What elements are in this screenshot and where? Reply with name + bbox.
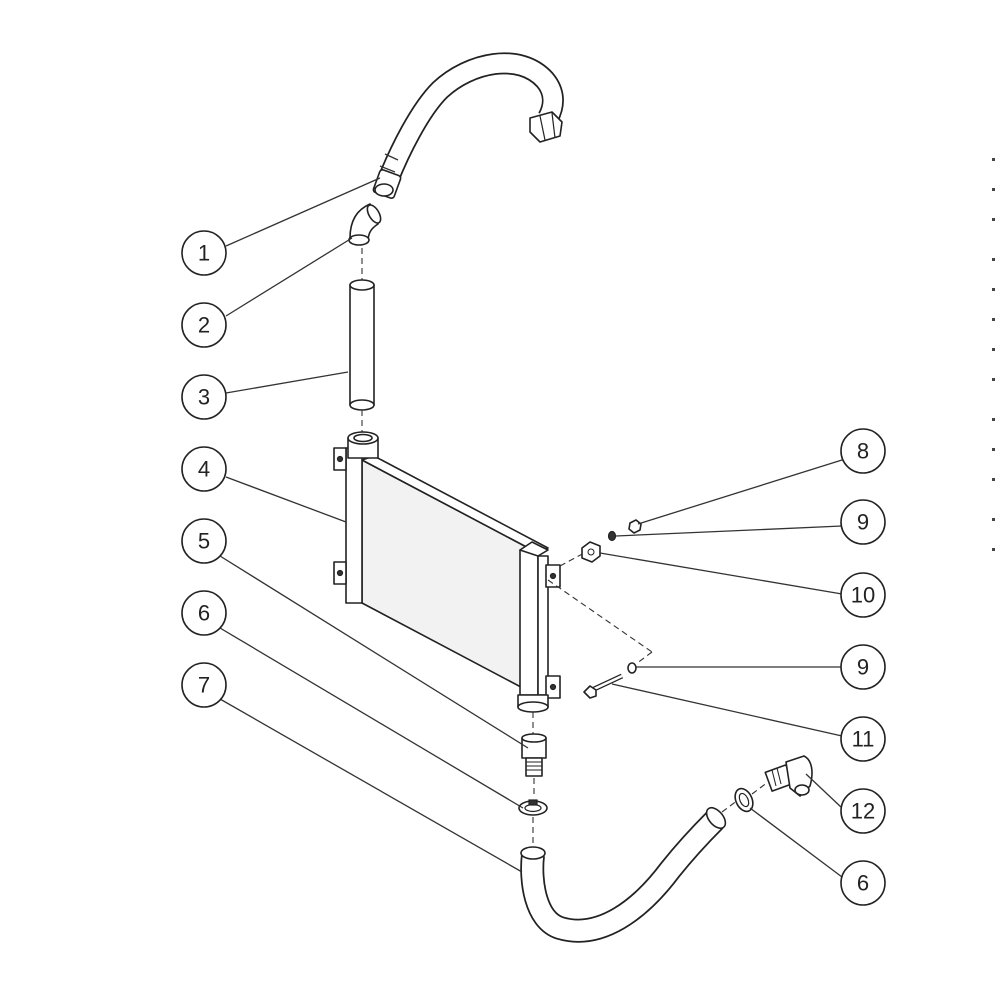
callout-8: 8 (840, 428, 886, 474)
callout-10: 10 (840, 572, 886, 618)
callout-4-label: 4 (198, 457, 210, 482)
washer-part-9-lower (627, 662, 637, 674)
assembly-axis-right-hose (721, 799, 739, 813)
washer-part-9-upper (607, 530, 617, 542)
callout-6-right-label: 6 (857, 871, 869, 896)
callout-1-label: 1 (198, 241, 210, 266)
upper-hose-nut (529, 111, 563, 143)
callout-2-label: 2 (198, 313, 210, 338)
bolt-part-11 (583, 673, 624, 699)
callout-7-label: 7 (198, 673, 210, 698)
callout-1: 1 (181, 230, 227, 276)
callout-12-label: 12 (851, 799, 875, 824)
straight-tube-part-3 (349, 279, 375, 411)
lower-hose-part-7 (520, 806, 727, 943)
callout-6-left-label: 6 (198, 601, 210, 626)
elbow-fitting-part-12 (764, 755, 813, 797)
leader-lines (219, 177, 843, 878)
hose-clamp-part-6-right (734, 787, 754, 813)
oil-cooler-part-4 (333, 431, 561, 713)
callout-11: 11 (840, 716, 886, 762)
callout-9-upper-label: 9 (857, 510, 869, 535)
nut-part-10 (581, 541, 601, 563)
callout-11-label: 11 (852, 727, 875, 752)
callout-10-label: 10 (851, 583, 875, 608)
callout-9-lower-label: 9 (857, 655, 869, 680)
hose-clamp-part-6-left (518, 799, 548, 816)
callout-3-label: 3 (198, 385, 210, 410)
callout-7: 7 (181, 662, 227, 708)
callout-6-right: 6 (840, 860, 886, 906)
callout-8-label: 8 (857, 439, 869, 464)
callout-2: 2 (181, 302, 227, 348)
bolt-axis-diagonal (547, 579, 653, 653)
callout-5-label: 5 (198, 529, 210, 554)
callout-9-upper: 9 (840, 499, 886, 545)
callout-9-lower: 9 (840, 644, 886, 690)
lock-nut-part-8 (628, 519, 642, 534)
elbow-fitting-part-2 (348, 203, 382, 246)
cropped-edge-marks (992, 158, 995, 551)
hose-fitting-part-1 (372, 169, 402, 199)
bolt-axis-lower (635, 651, 653, 665)
assembly-axis-elbow (751, 781, 769, 795)
upper-hose (377, 52, 564, 185)
callout-4: 4 (181, 446, 227, 492)
callout-6-left: 6 (181, 590, 227, 636)
callout-3: 3 (181, 374, 227, 420)
adapter-part-5 (521, 733, 547, 777)
callout-12: 12 (840, 788, 886, 834)
callout-5: 5 (181, 518, 227, 564)
